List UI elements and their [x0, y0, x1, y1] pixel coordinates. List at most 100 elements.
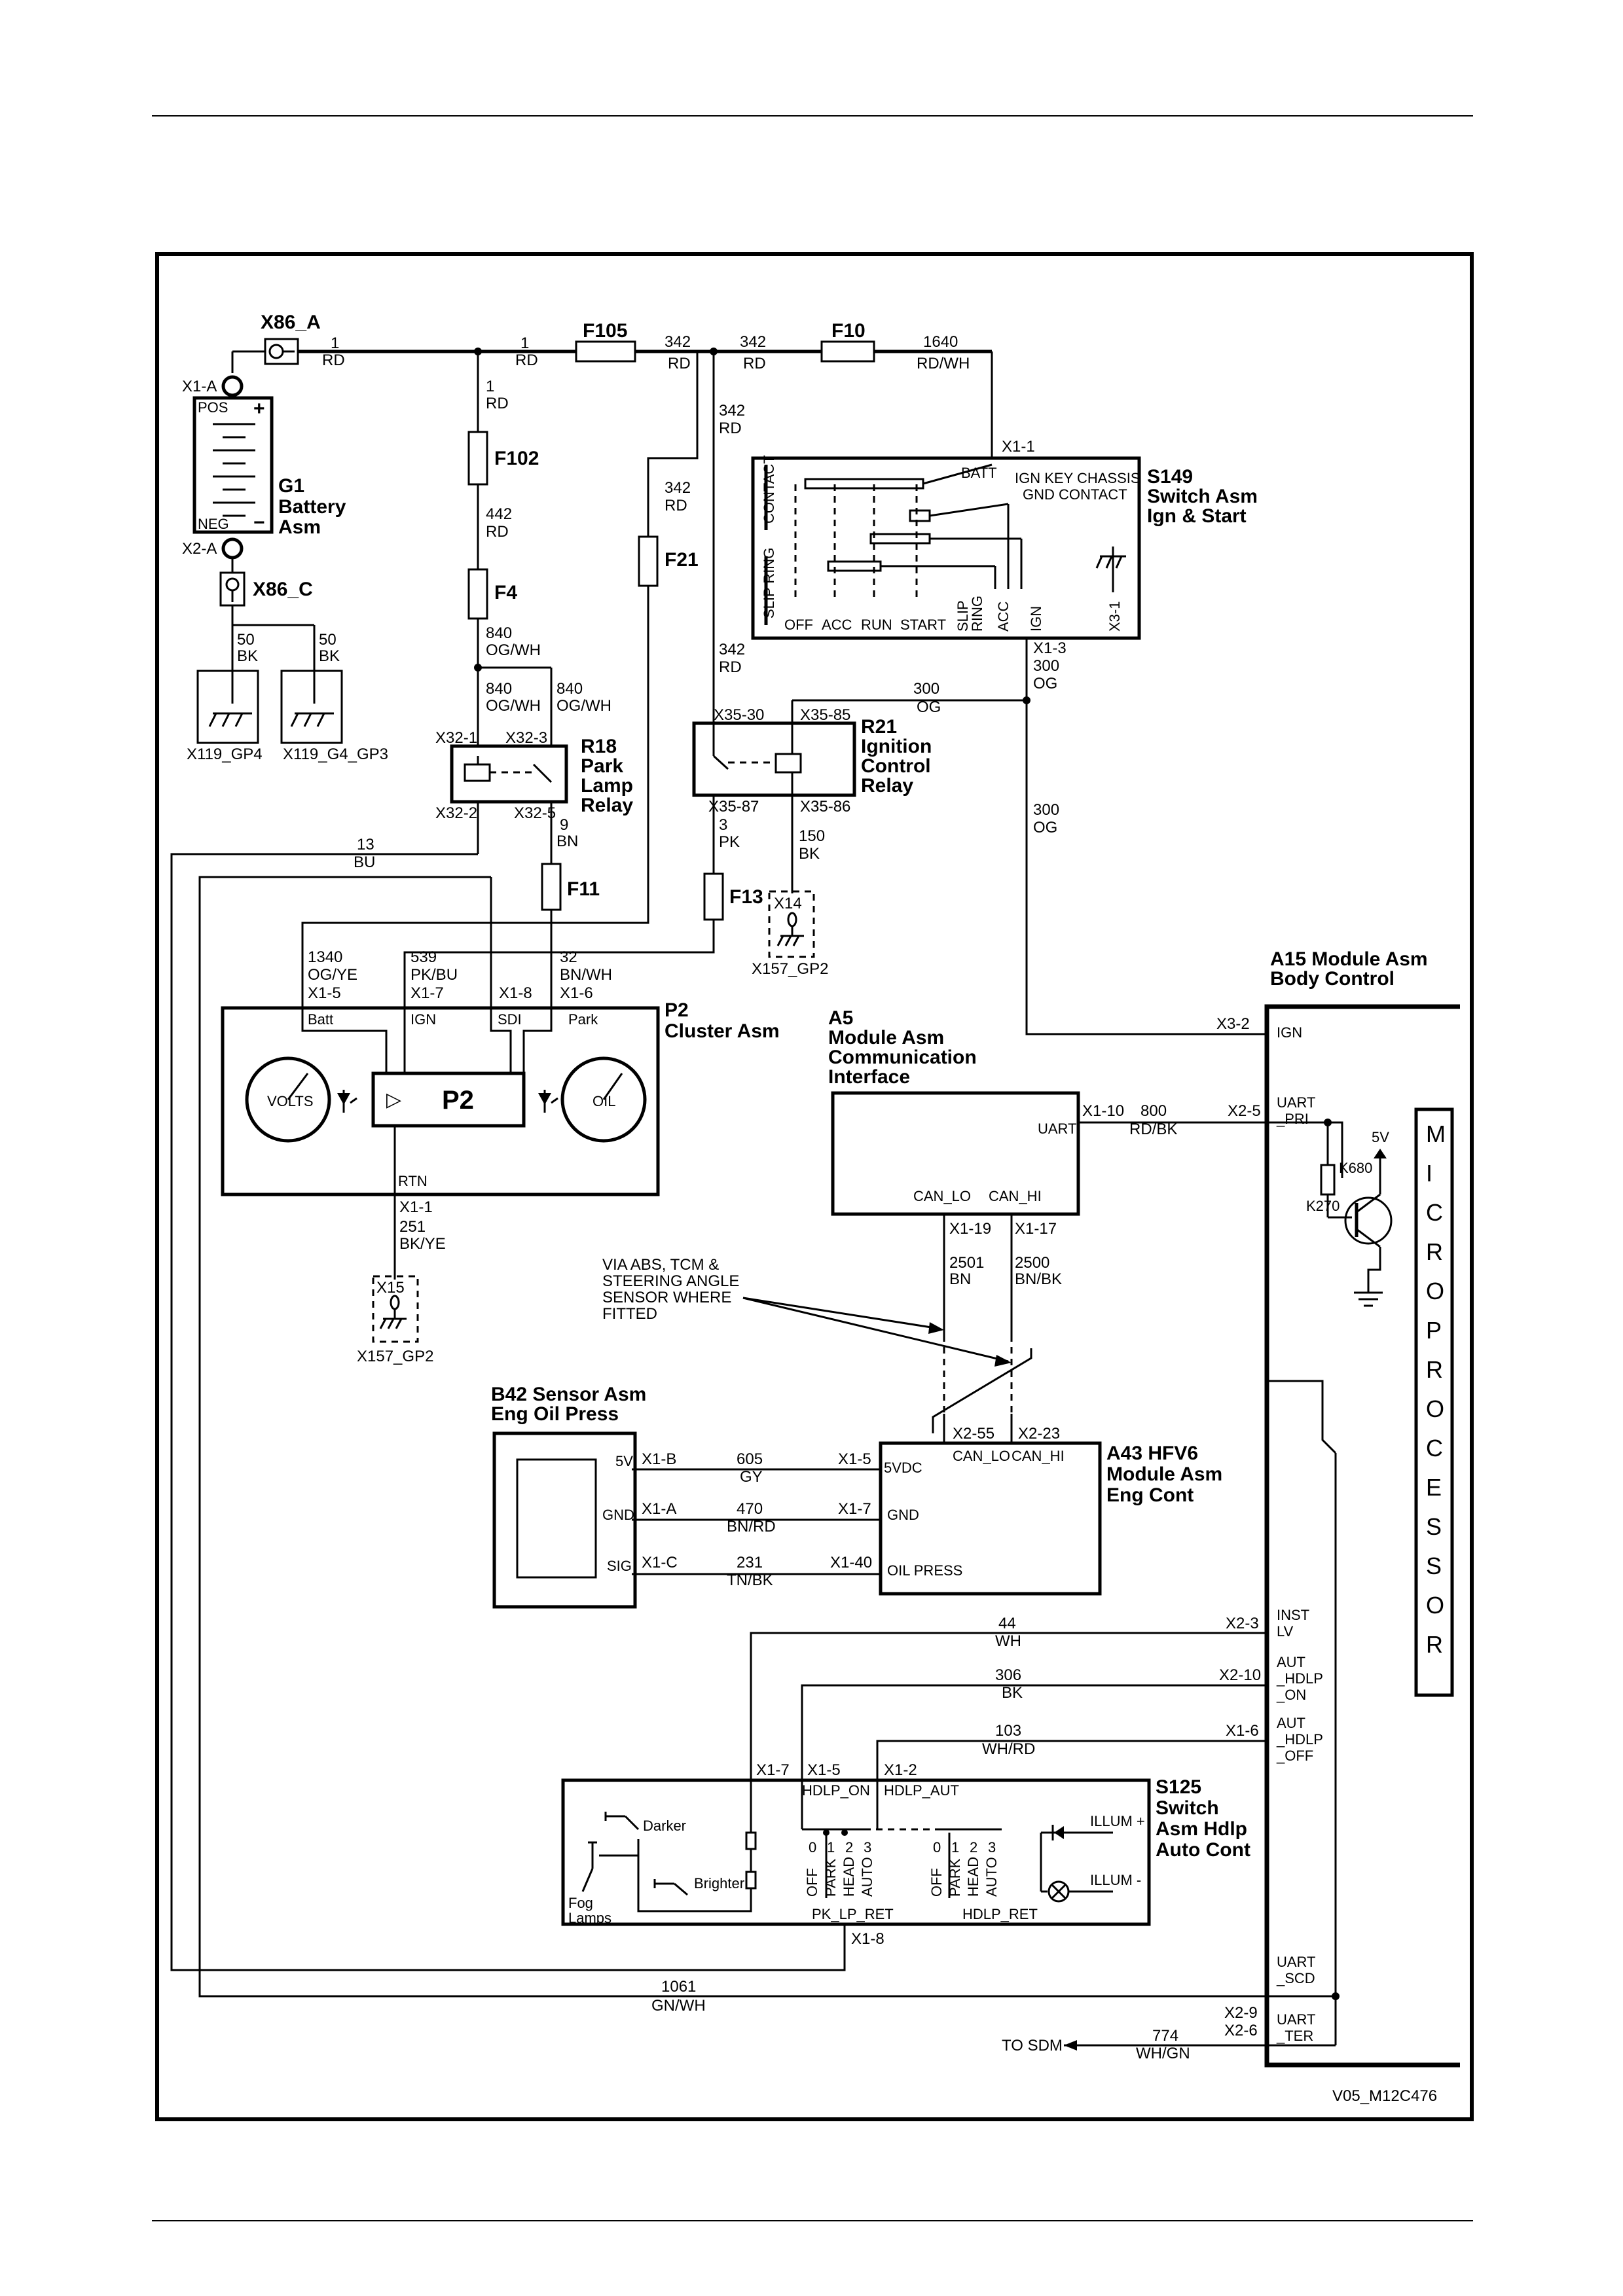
- svg-text:HDLP_AUT: HDLP_AUT: [884, 1782, 959, 1799]
- svg-text:X157_GP2: X157_GP2: [752, 960, 828, 978]
- svg-text:−: −: [253, 512, 265, 533]
- comm-interface-a5: [831, 1091, 1080, 1216]
- svg-text:5VDC: 5VDC: [884, 1460, 922, 1476]
- svg-text:GND: GND: [602, 1507, 634, 1523]
- s125-id: S125: [1156, 1776, 1201, 1798]
- battery-g1: [192, 396, 274, 534]
- svg-text:Relay: Relay: [581, 795, 633, 816]
- svg-text:HDLP_ON: HDLP_ON: [802, 1782, 870, 1799]
- f13-label: F13: [729, 886, 763, 908]
- svg-text:1: 1: [331, 334, 339, 352]
- x2a-label: X2-A: [182, 540, 217, 558]
- g1-id: G1: [278, 475, 304, 497]
- svg-text:OG/YE: OG/YE: [308, 966, 357, 984]
- svg-text:_SCD: _SCD: [1276, 1970, 1315, 1986]
- s149-contacts-dashed: [794, 484, 918, 602]
- svg-text:OG: OG: [1033, 675, 1057, 692]
- svg-text:_HDLP: _HDLP: [1276, 1731, 1323, 1748]
- svg-text:Asm: Asm: [278, 516, 321, 538]
- svg-text:342: 342: [740, 333, 766, 351]
- f11-label: F11: [567, 878, 600, 900]
- svg-text:IGN: IGN: [410, 1011, 436, 1028]
- svg-text:SLIP RING: SLIP RING: [761, 548, 777, 619]
- svg-text:X35-86: X35-86: [800, 798, 850, 816]
- svg-text:WH/RD: WH/RD: [982, 1740, 1035, 1758]
- p2-led-right: [538, 1090, 558, 1113]
- svg-text:605: 605: [737, 1450, 763, 1468]
- svg-text:X3-1: X3-1: [1106, 601, 1123, 632]
- micro-letter: R: [1426, 1356, 1443, 1383]
- svg-text:BN/RD: BN/RD: [727, 1518, 776, 1535]
- ground-x15: [372, 1275, 419, 1343]
- switch-position-label: HEAD: [841, 1857, 857, 1897]
- svg-text:X1-B: X1-B: [642, 1450, 676, 1468]
- x86c-label: X86_C: [253, 579, 313, 600]
- svg-text:SIG: SIG: [607, 1558, 632, 1574]
- svg-text:342: 342: [719, 641, 745, 658]
- micro-letter: E: [1426, 1474, 1442, 1501]
- svg-text:X2-6: X2-6: [1224, 2022, 1258, 2039]
- svg-text:840: 840: [556, 680, 583, 698]
- svg-text:X1-19: X1-19: [949, 1220, 991, 1238]
- r21-id: R21: [861, 716, 897, 738]
- svg-text:CAN_HI: CAN_HI: [989, 1188, 1042, 1204]
- svg-text:OG/WH: OG/WH: [486, 641, 541, 659]
- svg-text:50: 50: [237, 631, 255, 649]
- micro-letter: C: [1426, 1435, 1443, 1462]
- fuse-f21: [638, 535, 659, 587]
- svg-text:X1-8: X1-8: [851, 1930, 884, 1948]
- micro-letter: P: [1426, 1317, 1442, 1344]
- svg-text:UART: UART: [1038, 1121, 1077, 1137]
- p2-id: P2: [665, 999, 689, 1021]
- svg-text:BN/WH: BN/WH: [560, 966, 612, 984]
- svg-text:START: START: [900, 617, 946, 633]
- switch-position-number: 0: [809, 1839, 816, 1856]
- svg-text:RD: RD: [719, 658, 742, 676]
- fuse-f10: [820, 340, 875, 363]
- svg-text:WH/GN: WH/GN: [1136, 2045, 1190, 2062]
- svg-text:GY: GY: [740, 1468, 763, 1486]
- svg-text:SENSOR WHERE: SENSOR WHERE: [602, 1289, 731, 1306]
- svg-text:UART: UART: [1277, 1094, 1316, 1111]
- svg-text:SLIP: SLIP: [955, 600, 971, 632]
- micro-letter: O: [1426, 1395, 1444, 1422]
- svg-text:BK: BK: [1002, 1684, 1023, 1702]
- svg-text:X1-2: X1-2: [884, 1761, 917, 1779]
- svg-text:_HDLP: _HDLP: [1276, 1670, 1323, 1687]
- svg-text:AUT: AUT: [1277, 1715, 1305, 1731]
- x1a-label: X1-A: [182, 378, 217, 395]
- ground-gp4: [196, 670, 259, 744]
- svg-text:X3-2: X3-2: [1216, 1015, 1250, 1033]
- svg-text:FITTED: FITTED: [602, 1305, 657, 1323]
- svg-text:+: +: [253, 398, 265, 420]
- svg-text:X1-C: X1-C: [642, 1554, 678, 1571]
- svg-text:TO SDM: TO SDM: [1002, 2037, 1063, 2054]
- micro-letter: R: [1426, 1238, 1443, 1265]
- micro-letter: I: [1426, 1160, 1432, 1187]
- switch-position-number: 2: [970, 1839, 977, 1856]
- svg-text:_ON: _ON: [1276, 1687, 1306, 1703]
- svg-text:X32-1: X32-1: [435, 729, 477, 747]
- switch-position-number: 3: [864, 1839, 871, 1856]
- svg-text:840: 840: [486, 680, 512, 698]
- svg-text:RD: RD: [743, 355, 766, 372]
- svg-text:5V: 5V: [1372, 1129, 1389, 1145]
- svg-text:IGN: IGN: [1028, 606, 1044, 632]
- svg-text:1: 1: [486, 378, 494, 395]
- svg-text:Control: Control: [861, 755, 931, 777]
- svg-text:251: 251: [399, 1218, 426, 1236]
- svg-text:Switch: Switch: [1156, 1797, 1219, 1819]
- battery-cells: [213, 423, 255, 517]
- svg-text:150: 150: [799, 827, 825, 845]
- svg-text:X14: X14: [774, 895, 802, 912]
- switch-position-number: 2: [845, 1839, 853, 1856]
- svg-text:AUT: AUT: [1277, 1654, 1305, 1670]
- svg-text:PK_LP_RET: PK_LP_RET: [812, 1906, 894, 1922]
- fuse-f4: [467, 568, 488, 620]
- svg-text:VIA ABS, TCM &: VIA ABS, TCM &: [602, 1256, 719, 1274]
- fuse-f105: [575, 340, 636, 363]
- svg-text:ACC: ACC: [995, 601, 1012, 632]
- svg-text:Ign & Start: Ign & Start: [1147, 505, 1247, 527]
- svg-text:Lamp: Lamp: [581, 775, 633, 797]
